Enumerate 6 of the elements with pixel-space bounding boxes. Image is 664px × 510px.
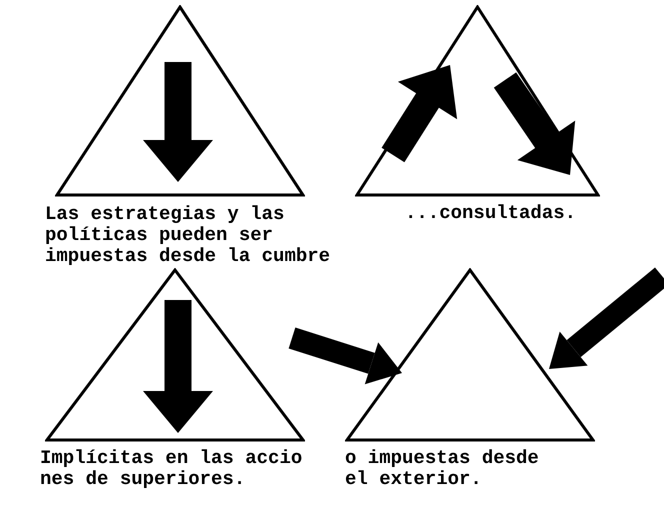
thick-arrow [288, 328, 402, 384]
caption: Implícitas en las accio nes de superiores. [40, 448, 304, 490]
caption: o impuestas desde el exterior. [345, 448, 540, 490]
caption: Las estrategias y las políticas pueden ser impuestas desde la cumbre [45, 204, 332, 267]
thick-arrow [549, 268, 664, 369]
caption: ...consultadas. [405, 203, 578, 224]
